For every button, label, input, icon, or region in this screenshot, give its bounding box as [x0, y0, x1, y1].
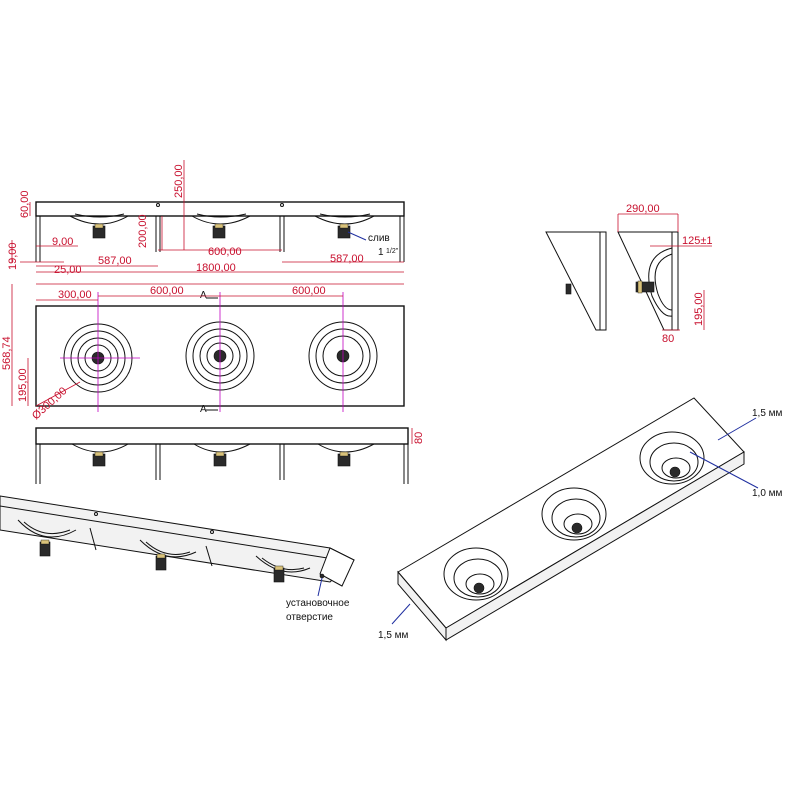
drain-size: 1	[378, 247, 384, 258]
dim-195-top: 195,00	[17, 368, 29, 402]
dim-80-side: 80	[662, 333, 674, 345]
section-mark-top: A	[200, 290, 207, 301]
dim-25: 25,00	[54, 264, 82, 276]
isometric-back-view: установочное отверстие	[0, 495, 355, 623]
front-view: 60,00 19,00 9,00 25,00 587,00 600,00 587…	[7, 160, 405, 276]
dim-600-top-b: 600,00	[292, 285, 326, 297]
drain-size-fraction: 1/2"	[386, 248, 399, 255]
top-view: A A 300,00 600,00 600,00 568,74 195,00 Ø…	[1, 283, 405, 422]
rear-view: 80	[35, 427, 425, 484]
dim-200: 200,00	[137, 214, 149, 248]
dim-600-top-a: 600,00	[150, 285, 184, 297]
thickness-front-label: 1,5 мм	[378, 630, 409, 641]
dim-125: 125±1	[682, 235, 713, 247]
dim-587-right: 587,00	[330, 253, 364, 265]
thickness-bowl-label: 1,0 мм	[752, 488, 783, 499]
dim-300: 300,00	[58, 289, 92, 301]
isometric-front-view: 1,5 мм 1,0 мм 1,5 мм	[378, 397, 783, 642]
side-view: 290,00 125±1 195,00 80	[545, 203, 713, 345]
drain-label: слив	[368, 233, 390, 244]
dim-19: 19,00	[7, 242, 19, 270]
dim-80-front: 80	[413, 432, 425, 444]
dim-568: 568,74	[1, 336, 13, 370]
section-mark-bottom: A	[200, 404, 207, 415]
dim-587-left: 587,00	[98, 255, 132, 267]
dim-60: 60,00	[19, 190, 31, 218]
dim-9: 9,00	[52, 236, 73, 248]
thickness-top-label: 1,5 мм	[752, 408, 783, 419]
dim-195-side: 195,00	[693, 292, 705, 326]
dim-250: 250,00	[173, 164, 185, 198]
dim-600-front: 600,00	[208, 246, 242, 258]
mounting-hole-label-1: установочное	[286, 598, 350, 609]
dim-1800: 1800,00	[196, 262, 236, 274]
dim-290: 290,00	[626, 203, 660, 215]
mounting-hole-label-2: отверстие	[286, 612, 333, 623]
